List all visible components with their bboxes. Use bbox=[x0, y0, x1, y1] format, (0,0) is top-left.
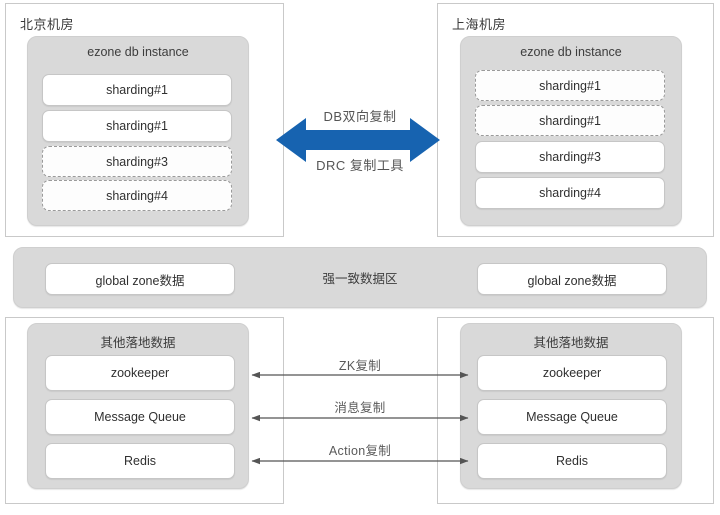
strong-consistency-label: 强一致数据区 bbox=[322, 272, 398, 286]
left-datacenter-title: 北京机房 bbox=[20, 17, 75, 32]
left-message-queue-chip[interactable]: Message Queue bbox=[45, 399, 235, 435]
left-shard-chip-4[interactable]: sharding#4 bbox=[42, 180, 232, 211]
left-shard-chip-3[interactable]: sharding#3 bbox=[42, 146, 232, 177]
right-landing-group-title: 其他落地数据 bbox=[533, 336, 609, 350]
left-ezone-db-instance-title: ezone db instance bbox=[87, 45, 189, 59]
action-replication-label: Action复制 bbox=[328, 444, 392, 458]
right-shard-label-3: sharding#3 bbox=[539, 150, 601, 164]
left-shard-chip-1[interactable]: sharding#1 bbox=[42, 74, 232, 106]
db-replication-bottom-label: DRC 复制工具 bbox=[316, 158, 404, 173]
left-zookeeper-chip[interactable]: zookeeper bbox=[45, 355, 235, 391]
right-message-queue-chip[interactable]: Message Queue bbox=[477, 399, 667, 435]
left-redis-label: Redis bbox=[124, 454, 156, 468]
right-ezone-db-instance-title: ezone db instance bbox=[520, 45, 622, 59]
right-global-zone-label: global zone数据 bbox=[527, 273, 617, 288]
right-shard-chip-4[interactable]: sharding#4 bbox=[475, 177, 665, 209]
right-redis-label: Redis bbox=[556, 454, 588, 468]
message-replication-label: 消息复制 bbox=[334, 401, 386, 415]
right-shard-chip-1[interactable]: sharding#1 bbox=[475, 70, 665, 101]
right-global-zone-chip[interactable]: global zone数据 bbox=[477, 263, 667, 295]
left-redis-chip[interactable]: Redis bbox=[45, 443, 235, 479]
db-replication-top-label: DB双向复制 bbox=[323, 109, 397, 124]
right-shard-label-2: sharding#1 bbox=[539, 113, 601, 128]
right-shard-label-4: sharding#4 bbox=[539, 186, 601, 200]
left-message-queue-label: Message Queue bbox=[94, 410, 186, 424]
right-zookeeper-chip[interactable]: zookeeper bbox=[477, 355, 667, 391]
right-message-queue-label: Message Queue bbox=[526, 410, 618, 424]
left-shard-label-2: sharding#1 bbox=[106, 119, 168, 133]
left-shard-chip-2[interactable]: sharding#1 bbox=[42, 110, 232, 142]
right-zookeeper-label: zookeeper bbox=[542, 366, 602, 380]
left-shard-label-1: sharding#1 bbox=[106, 83, 168, 97]
right-shard-chip-2[interactable]: sharding#1 bbox=[475, 105, 665, 136]
right-redis-chip[interactable]: Redis bbox=[477, 443, 667, 479]
left-shard-label-4: sharding#4 bbox=[106, 188, 168, 203]
right-shard-label-1: sharding#1 bbox=[539, 78, 601, 93]
right-shard-chip-3[interactable]: sharding#3 bbox=[475, 141, 665, 173]
left-global-zone-chip[interactable]: global zone数据 bbox=[45, 263, 235, 295]
left-global-zone-label: global zone数据 bbox=[95, 273, 185, 288]
right-datacenter-title: 上海机房 bbox=[452, 17, 507, 32]
left-shard-label-3: sharding#3 bbox=[106, 154, 168, 169]
left-landing-group-title: 其他落地数据 bbox=[100, 336, 176, 350]
left-zookeeper-label: zookeeper bbox=[110, 366, 170, 380]
zk-replication-label: ZK复制 bbox=[338, 359, 382, 373]
